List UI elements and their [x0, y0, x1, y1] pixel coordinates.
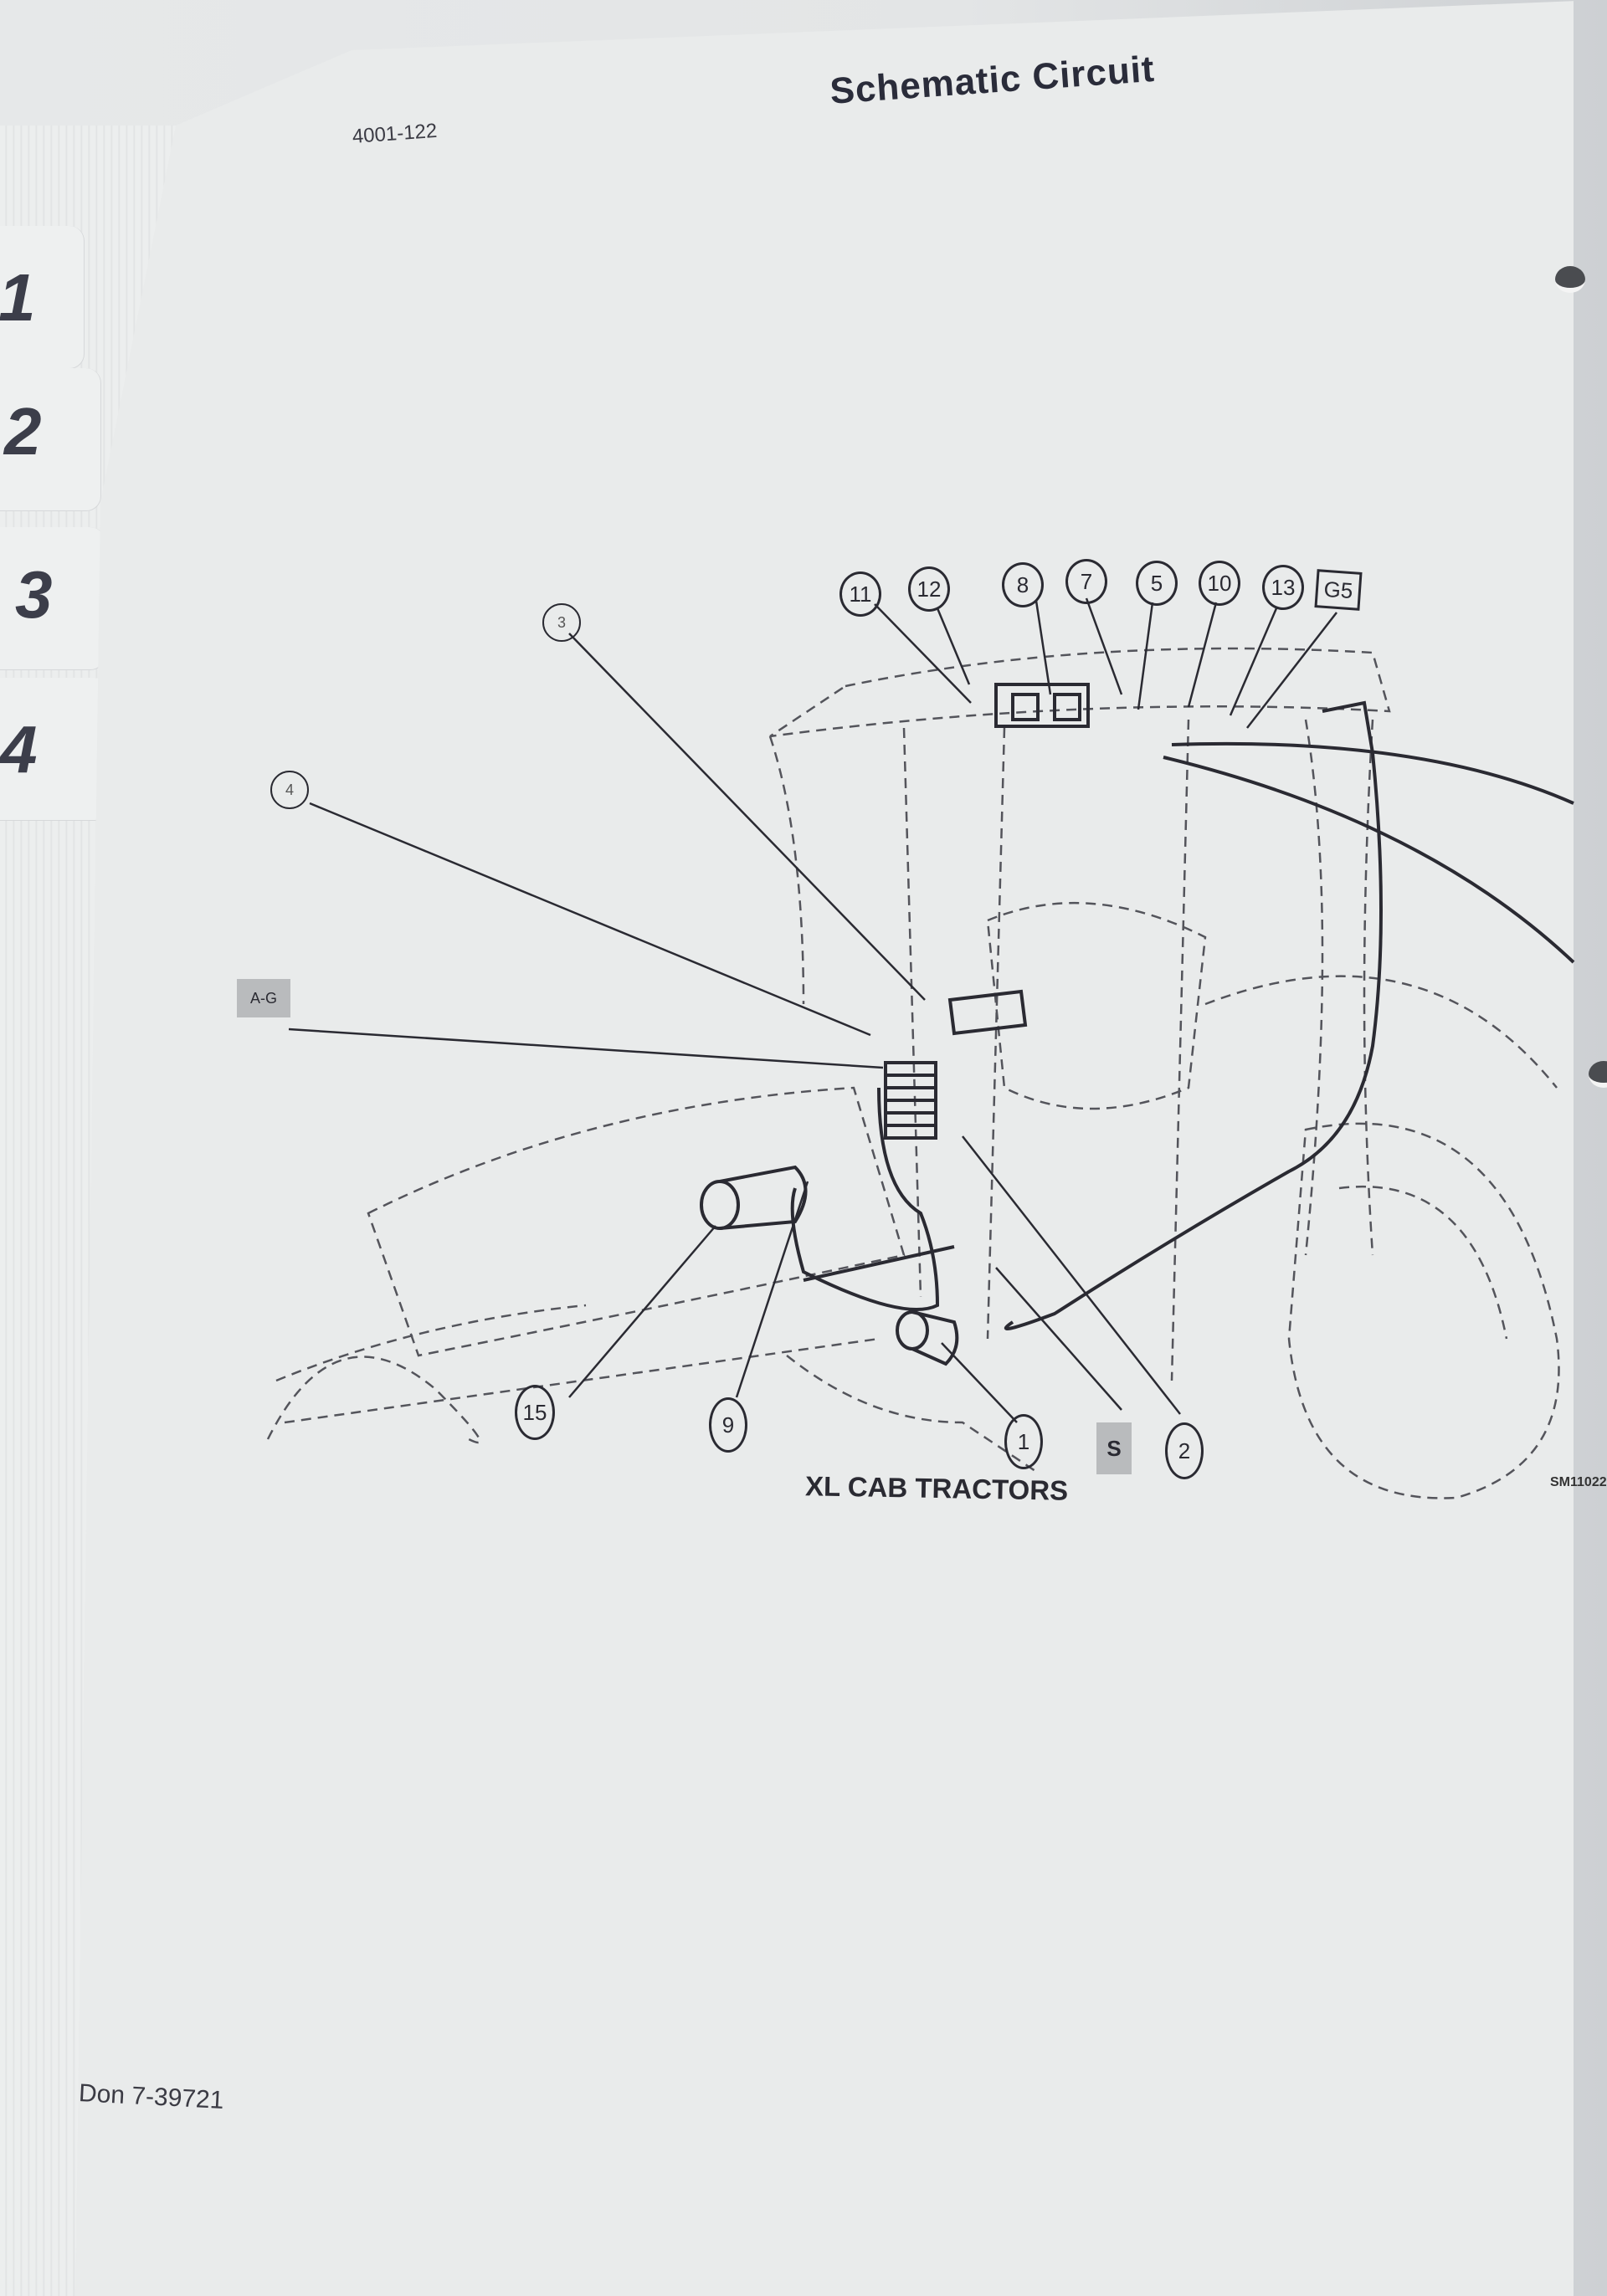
callout-3: 3: [542, 603, 581, 642]
callout-label: 7: [1080, 568, 1093, 594]
callout-10: 10: [1199, 561, 1240, 606]
callout-8: 8: [1002, 562, 1044, 607]
callout-7: 7: [1065, 559, 1107, 604]
callout-9: 9: [709, 1397, 747, 1453]
section-tab-1[interactable]: 1: [0, 226, 85, 369]
callout-2: 2: [1165, 1422, 1204, 1479]
callout-4: 4: [270, 771, 309, 809]
callout-A-G: A-G: [237, 979, 290, 1017]
callout-label: 3: [557, 613, 566, 631]
callout-label: 11: [849, 581, 872, 607]
callout-5: 5: [1136, 561, 1178, 606]
callout-label: 15: [522, 1399, 547, 1425]
tab-label: 1: [0, 260, 36, 335]
callout-label: A-G: [249, 989, 277, 1007]
section-tab-3[interactable]: 3: [0, 527, 105, 670]
callout-13: 13: [1262, 565, 1304, 610]
callout-1: 1: [1004, 1414, 1043, 1469]
figure-id: SM11022: [1550, 1475, 1607, 1489]
tab-label: 3: [15, 557, 53, 632]
callout-15: 15: [515, 1385, 555, 1440]
callout-S: S: [1096, 1422, 1132, 1474]
binder-ring-middle: [1589, 1061, 1607, 1088]
figure-caption: XL CAB TRACTORS: [804, 1470, 1069, 1506]
tab-label: 2: [4, 394, 42, 469]
callout-label: 2: [1178, 1438, 1191, 1463]
binder-ring-top: [1555, 266, 1585, 293]
callout-label: 1: [1017, 1428, 1030, 1454]
callout-label: 10: [1207, 570, 1232, 596]
callout-12: 12: [908, 566, 950, 612]
callout-label: 5: [1150, 570, 1163, 596]
callout-label: 4: [285, 781, 294, 798]
callout-label: S: [1106, 1435, 1122, 1461]
callout-G5: G5: [1314, 569, 1363, 611]
callout-label: 12: [916, 576, 942, 602]
callout-label: 9: [721, 1412, 735, 1438]
callout-label: 13: [1271, 574, 1296, 600]
section-tab-4[interactable]: 4: [0, 678, 110, 821]
section-tab-2[interactable]: 2: [0, 368, 101, 511]
callout-11: 11: [839, 571, 881, 617]
tab-label: 4: [0, 712, 38, 787]
callout-label: 8: [1016, 571, 1029, 597]
callout-label: G5: [1322, 576, 1354, 603]
